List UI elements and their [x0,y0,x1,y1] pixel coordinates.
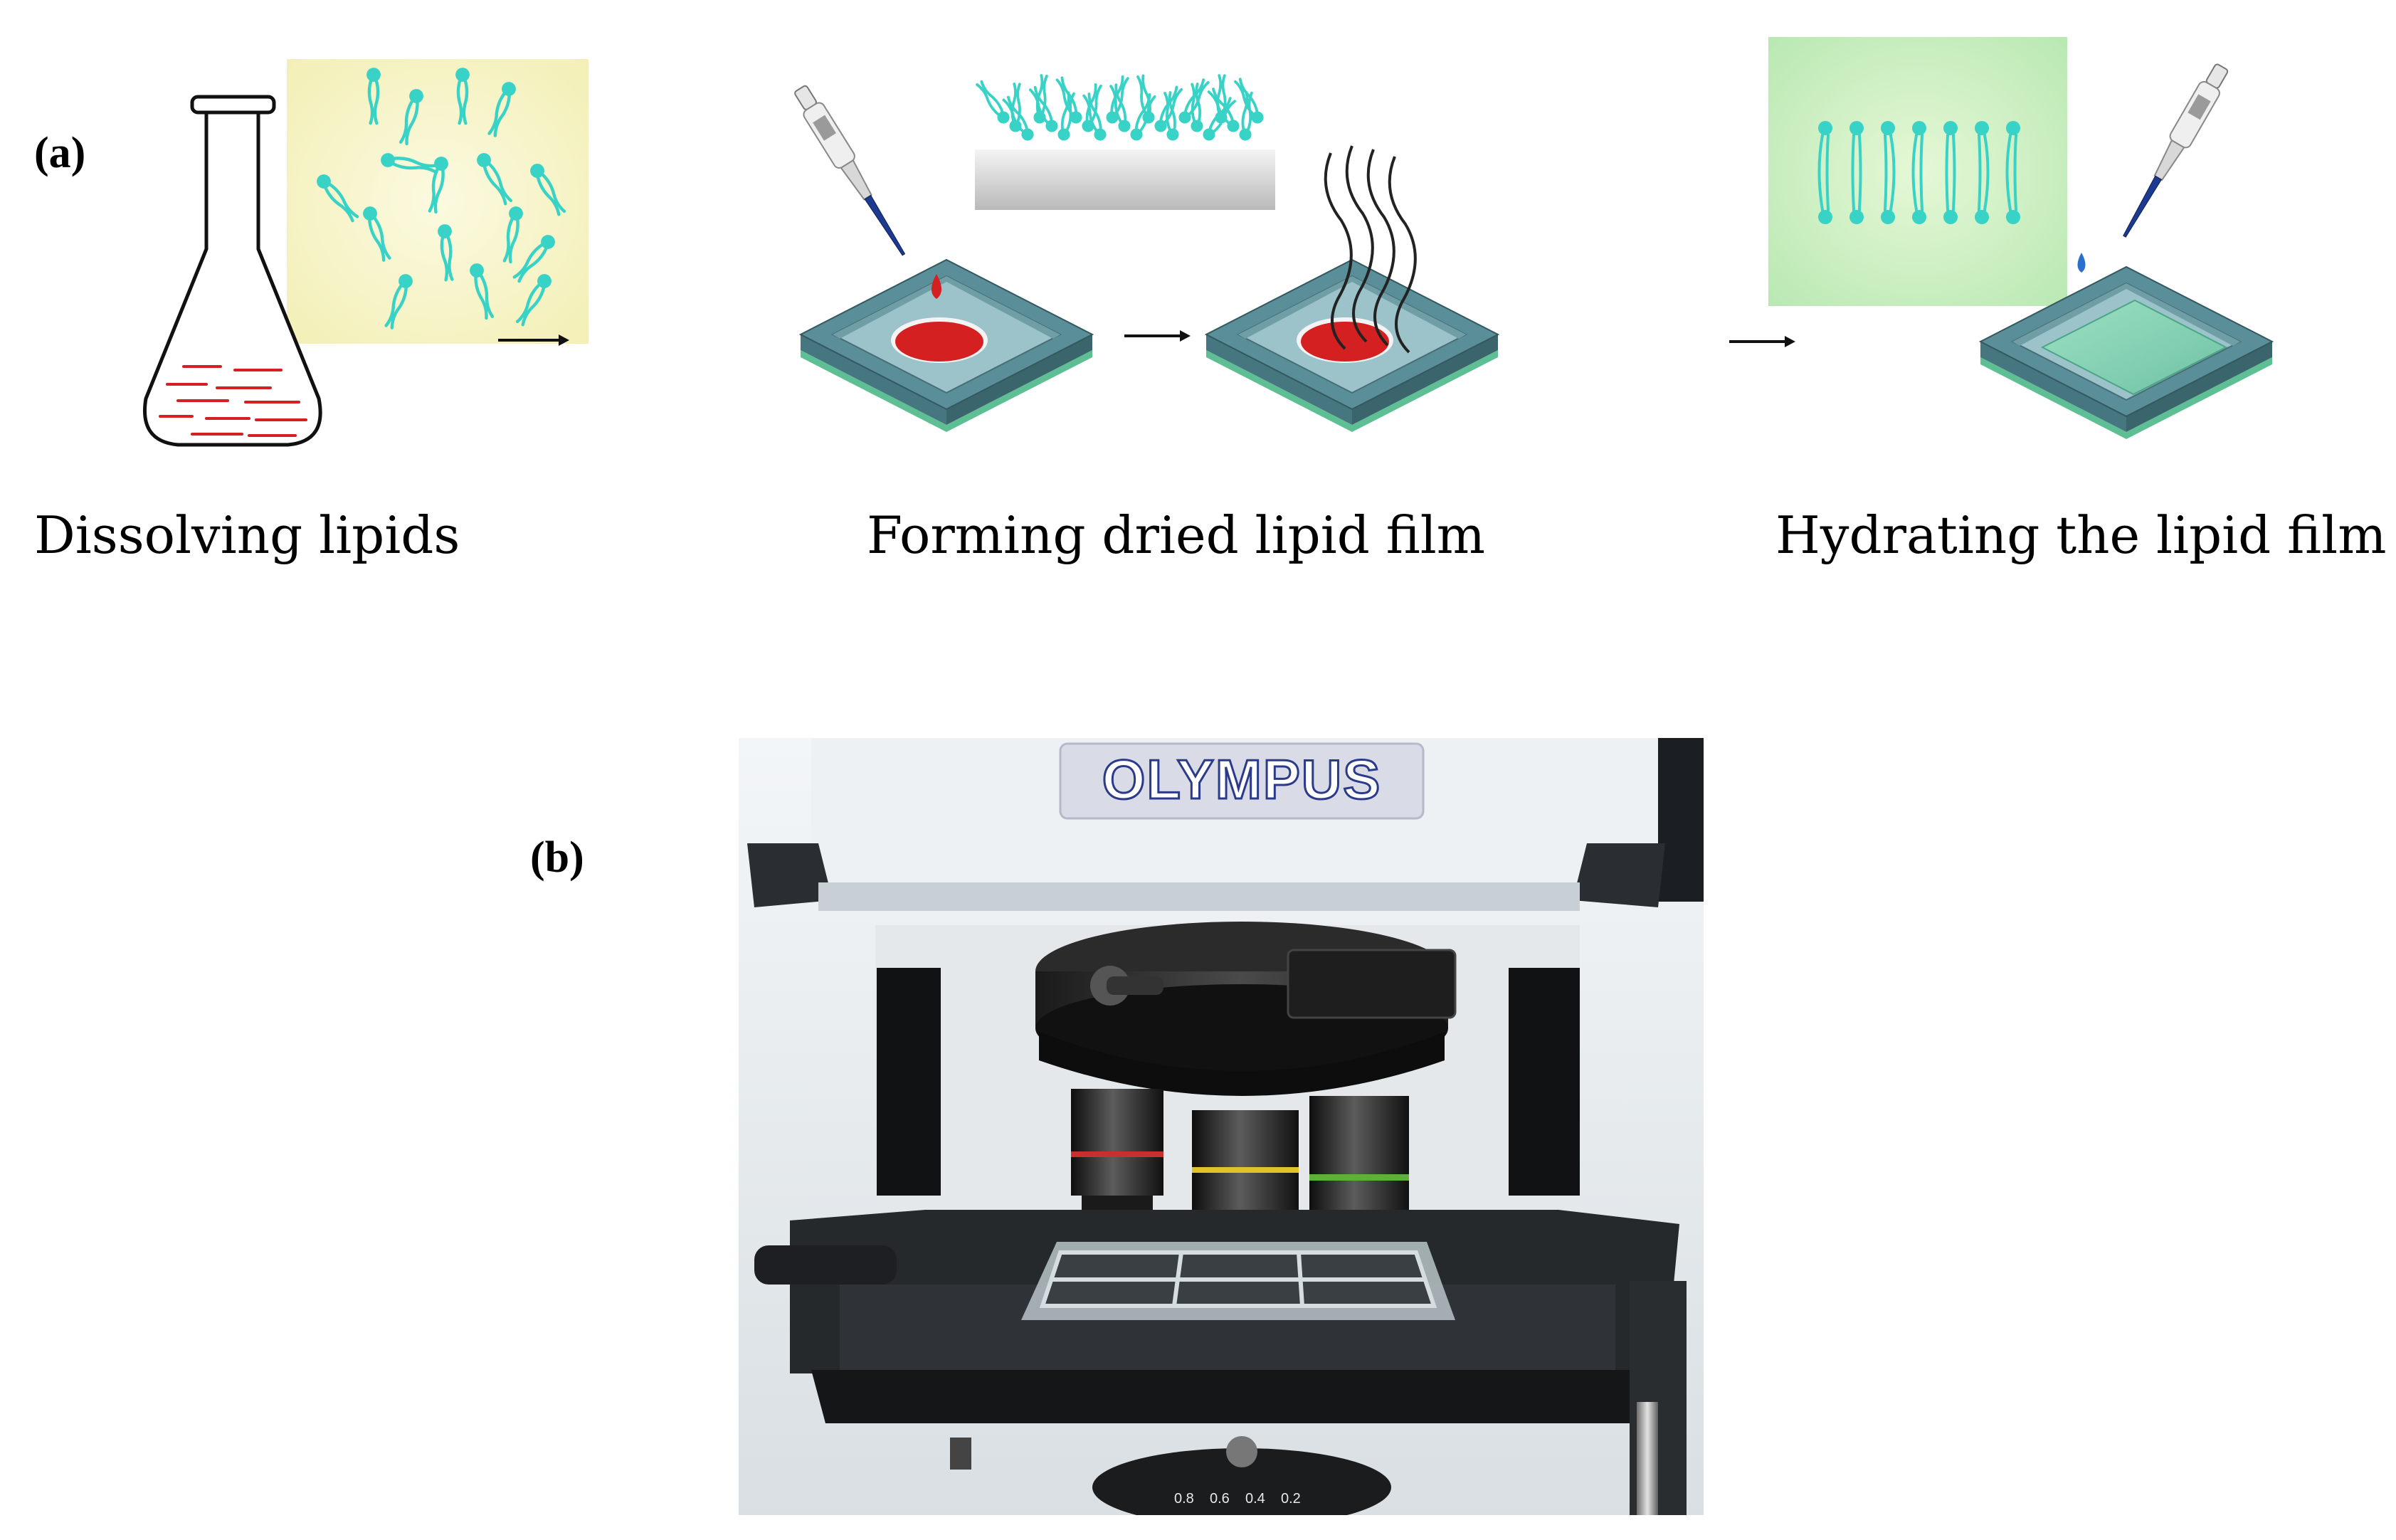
lipid-bilayer [1881,121,1896,224]
lipid-molecule [470,263,495,320]
lipid-molecule [1191,83,1203,132]
lipid-solution-box [287,59,589,344]
lipid-molecule [363,206,391,262]
chamber-drying [1204,258,1500,432]
lipid-molecule [1234,78,1264,124]
bilayer-box [1768,37,2067,306]
brand-text: OLYMPUS [1102,748,1382,811]
dissolved-lipids-dashes [159,365,307,437]
stage-scale: 0.8 0.6 0.4 0.2 [1174,1491,1301,1507]
lipid-molecule [477,153,513,206]
sample-chamber-slide [1021,1242,1455,1320]
lipid-molecule [1109,83,1131,132]
panel-a [143,37,2274,447]
lipid-molecule [487,82,516,137]
arrow-2 [1124,330,1191,342]
arrow-3 [1729,336,1795,347]
lipid-molecule [455,68,470,125]
brand-badge [1059,742,1425,820]
lipid-drop [932,274,941,299]
caption-forming: Forming dried lipid film [867,505,1486,565]
lipid-molecule [366,68,381,125]
chamber-with-solution [798,258,1094,432]
pipette-2 [2123,63,2229,238]
lipid-molecule [1009,83,1022,132]
lipid-molecule [399,89,423,146]
lipid-bilayer [1943,121,1958,224]
lipid-molecule [515,274,551,327]
lipid-molecule [1002,95,1034,141]
lipid-molecule [428,157,448,214]
panel-b-photo: OLYMPUS [739,738,1704,1515]
step-dissolving [143,59,589,447]
objective-left [1071,1089,1163,1223]
svg-text:0.2: 0.2 [1281,1491,1301,1507]
lipid-molecule [512,235,555,283]
lipid-molecule [502,206,523,264]
lipid-bilayer [2005,121,2020,224]
step-hydrating [1768,37,2274,439]
arrow-1 [498,334,569,346]
svg-text:0.4: 0.4 [1245,1491,1265,1507]
erlenmeyer-flask [143,95,322,447]
step-forming [794,74,1795,432]
lipid-molecule [1082,93,1107,141]
lipid-bilayer [1817,121,1832,224]
lipid-film-on-slab [976,74,1264,141]
caption-dissolving: Dissolving lipids [34,505,460,565]
caption-hydrating: Hydrating the lipid film [1775,505,2387,565]
lipid-molecule [384,274,413,329]
lipid-bilayer [1911,121,1926,224]
lipid-molecule [381,153,438,174]
lipid-molecule [1028,85,1058,132]
lipid-molecule [976,80,1010,124]
panel-label-b: (b) [530,833,584,882]
lipid-molecule [1055,76,1082,124]
svg-text:0.6: 0.6 [1210,1491,1230,1507]
evaporation-lines [1324,145,1417,354]
lipid-bilayer [1975,121,1990,224]
lipid-molecule [1163,91,1179,141]
lipid-molecule [317,174,359,223]
panel-label-a: (a) [34,129,86,177]
svg-text:0.8: 0.8 [1174,1491,1194,1507]
lipid-bilayers [1817,121,2020,224]
substrate-slab [975,149,1275,210]
microscope-photo: OLYMPUS [739,738,1704,1515]
chamber-hydrated [1978,265,2274,439]
lipid-molecule [1207,88,1240,132]
lipid-bilayer [1849,121,1864,224]
lipid-molecule [1136,74,1155,124]
water-drop [2077,253,2086,273]
pipette-1 [794,85,906,256]
free-lipid-molecules [317,68,566,329]
lipid-molecule [1082,83,1102,132]
lipid-molecule [1106,75,1129,124]
lipid-molecule [438,224,454,282]
lipid-molecule [530,164,566,216]
